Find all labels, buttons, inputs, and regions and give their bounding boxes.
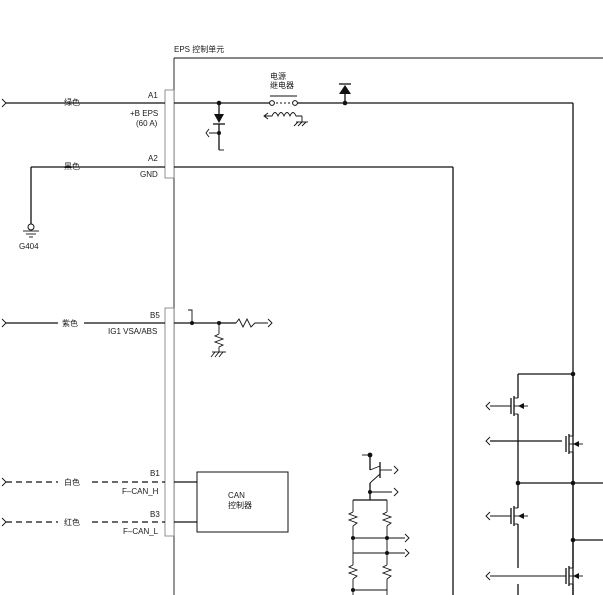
mosfet-bridge [485,371,603,595]
resistor-icon [210,333,226,358]
resistor-icon [235,317,273,329]
relay-label-2: 继电器 [270,80,294,90]
internal-gnd-bus [174,166,454,595]
pin-a2: A2 [148,154,158,163]
chevron-right-icon [1,517,7,527]
resistor-network [347,500,410,595]
relay-label-1: 电源 [270,71,286,81]
wire-b3-red [1,517,165,527]
wire-b1-color: 白色 [64,477,80,487]
diode-icon [339,83,351,103]
signal-b-eps: +B EPS [130,109,158,118]
mosfet-icon [485,396,528,416]
pin-a1: A1 [148,91,158,100]
mosfet-icon [485,506,528,526]
wire-a1-color: 绿色 [64,97,80,107]
chevron-right-icon [1,98,7,108]
pin-b1: B1 [150,469,160,478]
pin-b5: B5 [150,311,160,320]
relay-coil-icon [263,95,308,127]
wire-a2-black [30,166,165,224]
mosfet-icon [565,434,583,454]
ground-icon [23,223,39,238]
diode-icon [205,103,225,151]
ig1-internal [174,309,236,334]
mosfet-icon [485,566,583,586]
signal-can-l: F–CAN_L [123,527,159,536]
connector-a [164,89,175,179]
ground-label: G404 [19,242,39,251]
unit-title: EPS 控制单元 [174,44,224,54]
chevron-right-icon [1,318,7,328]
can-label-2: 控制器 [228,500,252,510]
can-label-1: CAN [228,491,245,500]
wire-a2-color: 黑色 [64,161,80,171]
chevron-right-icon [1,477,7,487]
wire-b1-white [1,477,165,487]
connector-b [164,307,175,537]
signal-ig1: IG1 VSA/ABS [108,327,157,336]
transistor-icon [353,452,399,501]
signal-gnd: GND [140,170,158,179]
wire-b5-purple [1,318,165,328]
can-controller-block [196,471,289,533]
wire-b3-color: 红色 [64,517,80,527]
wire-a1-green [1,98,165,108]
signal-60a: (60 A) [136,119,158,128]
wire-b5-color: 紫色 [62,318,78,328]
pin-b3: B3 [150,510,160,519]
signal-can-h: F–CAN_H [122,487,159,496]
